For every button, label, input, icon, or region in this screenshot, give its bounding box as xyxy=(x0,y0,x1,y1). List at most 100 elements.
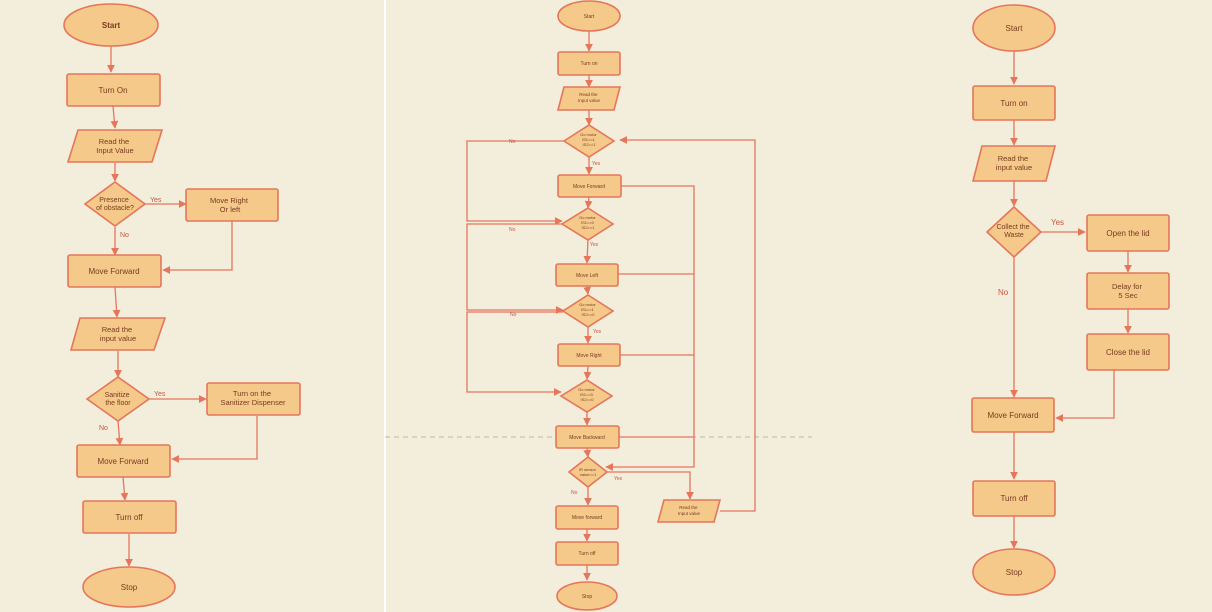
f3-start-node: Start xyxy=(972,4,1056,52)
f2-cond4-line3: IS2==0 xyxy=(581,397,595,402)
stop-label: Stop xyxy=(121,583,138,592)
f2-move-right-node: Move Right xyxy=(557,343,621,367)
f2-move-backward-node: Move Backward xyxy=(555,425,620,449)
f3-collect-decision: Collect the Waste xyxy=(985,205,1043,259)
f2-ir-decision: IR sensor value==1 xyxy=(567,455,609,489)
flowchart-2: Start Turn on Read the Input value Go mo… xyxy=(466,0,756,611)
f2-move-forward-2-label: Move forward xyxy=(572,515,603,521)
sanitize-line1: Sanitize xyxy=(105,392,130,399)
flowchart-3-connectors xyxy=(1010,51,1132,549)
stop-node: Stop xyxy=(82,566,176,608)
f2-cond1-line2: IS1==1 xyxy=(582,137,596,142)
f3-move-forward-label: Move Forward xyxy=(987,411,1038,420)
f2-cond3-yes-label: Yes xyxy=(593,329,602,335)
f3-read-line1: Read the xyxy=(998,154,1028,163)
svg-text:Go motor IS1==0: Go motor IS1==0 IS2==1 xyxy=(579,215,597,230)
f2-move-right-label: Move Right xyxy=(576,353,602,359)
f3-close-lid-node: Close the lid xyxy=(1086,333,1170,371)
turn-on-label: Turn On xyxy=(98,86,127,95)
f3-start-label: Start xyxy=(1006,24,1024,33)
f2-move-backward-label: Move Backward xyxy=(569,435,605,441)
svg-text:Read the input value: Read the input value xyxy=(100,325,136,343)
f2-cond3-line2: IS1==1 xyxy=(581,307,595,312)
start-label: Start xyxy=(102,21,121,30)
f3-turn-on-label: Turn on xyxy=(1000,99,1027,108)
f3-yes-label: Yes xyxy=(1051,218,1064,227)
svg-text:Read the Input value: Read the Input value xyxy=(678,505,701,516)
f2-cond1-line1: Go motor xyxy=(580,132,597,137)
sanitize-yes-label: Yes xyxy=(154,391,166,398)
svg-text:Turn on the Sanitizer: Turn on the Sanitizer Dispenser xyxy=(220,389,286,407)
f2-start-label: Start xyxy=(584,14,595,20)
f2-cond4-line2: IS1==0 xyxy=(580,392,594,397)
f3-no-label: No xyxy=(998,288,1009,297)
read-input-line1: Read the xyxy=(99,137,129,146)
f2-turn-on-node: Turn on xyxy=(557,51,621,76)
f3-delay-line1: Delay for xyxy=(1112,282,1143,291)
svg-text:Read the input value: Read the input value xyxy=(996,154,1032,172)
f2-cond3-no-label: No xyxy=(510,312,517,318)
svg-text:Go motor IS1==1: Go motor IS1==1 IS2==1 xyxy=(580,132,598,147)
f2-ir-no-label: No xyxy=(571,490,578,496)
f2-cond1-decision: Go motor IS1==1 IS2==1 xyxy=(562,124,616,158)
sanitize-line2: the floor xyxy=(105,400,131,407)
f2-cond2-line2: IS1==0 xyxy=(581,220,595,225)
f3-turn-on-node: Turn on xyxy=(972,85,1056,121)
f2-cond2-no-label: No xyxy=(509,227,516,233)
turn-off-node: Turn off xyxy=(82,500,177,534)
svg-text:Sanitize the floor: Sanitize the floor xyxy=(105,392,132,407)
f2-turn-off-node: Turn off xyxy=(555,541,619,566)
read-input-node-2: Read the input value xyxy=(69,317,167,351)
read-input-2-line1: Read the xyxy=(102,325,132,334)
f2-read-line1: Read the xyxy=(579,92,598,97)
f2-ir-line2: value==1 xyxy=(580,472,597,477)
f2-cond1-yes-label: Yes xyxy=(592,161,601,167)
move-forward-1-label: Move Forward xyxy=(88,267,139,276)
svg-text:Read the Input value: Read the Input value xyxy=(578,92,601,103)
svg-text:Presence of obstacle?: Presence of obstacle? xyxy=(96,197,134,212)
flowchart-1-connectors xyxy=(107,46,258,567)
svg-text:Move Right Or left: Move Right Or left xyxy=(210,196,250,214)
f2-cond2-line1: Go motor xyxy=(579,215,596,220)
f2-ir-line1: IR sensor xyxy=(579,467,597,472)
f3-stop-label: Stop xyxy=(1006,568,1023,577)
dispenser-line2: Sanitizer Dispenser xyxy=(220,398,286,407)
flowchart-2-connectors xyxy=(466,31,756,581)
f2-move-left-label: Move Left xyxy=(576,273,599,279)
move-right-line1: Move Right xyxy=(210,196,249,205)
turn-on-node: Turn On xyxy=(66,73,161,107)
dispenser-line1: Turn on the xyxy=(233,389,271,398)
turn-off-label: Turn off xyxy=(115,513,143,522)
f2-cond4-line1: Go motor xyxy=(578,387,595,392)
move-forward-2-label: Move Forward xyxy=(97,457,148,466)
f2-cond2-yes-label: Yes xyxy=(590,242,599,248)
f2-cond3-decision: Go motor IS1==1 IS2==0 xyxy=(561,294,615,328)
flowchart-1: Start Turn On Read the Input Value Prese… xyxy=(63,3,301,608)
move-right-left-node: Move Right Or left xyxy=(185,188,279,222)
sanitize-no-label: No xyxy=(99,425,108,432)
svg-text:IR sensor value==1: IR sensor value==1 xyxy=(579,467,597,477)
f2-move-forward-node: Move Forward xyxy=(557,174,622,198)
f2-cond3-line3: IS2==0 xyxy=(582,312,596,317)
svg-text:Read the Input Value: Read the Input Value xyxy=(96,137,133,155)
f2-turn-off-label: Turn off xyxy=(579,551,597,557)
read-input-node: Read the Input Value xyxy=(66,129,164,163)
f3-move-forward-node: Move Forward xyxy=(971,397,1055,433)
f3-collect-line2: Waste xyxy=(1004,232,1024,239)
dispenser-node: Turn on the Sanitizer Dispenser xyxy=(206,382,301,416)
obstacle-no-label: No xyxy=(120,232,129,239)
f3-close-lid-label: Close the lid xyxy=(1106,348,1150,357)
f3-delay-node: Delay for 5 Sec xyxy=(1086,272,1170,310)
svg-text:Delay for 5 Sec: Delay for 5 Sec xyxy=(1112,282,1144,300)
f2-move-forward-label: Move Forward xyxy=(573,184,605,190)
f2-move-forward-2-node: Move forward xyxy=(555,505,619,530)
f2-read-right-node: Read the Input value xyxy=(656,499,722,523)
obstacle-decision: Presence of obstacle? xyxy=(83,181,147,227)
flowchart-3: Start Turn on Read the input value Colle… xyxy=(971,4,1170,596)
f2-turn-on-label: Turn on xyxy=(580,61,597,67)
svg-text:Go motor IS1==1: Go motor IS1==1 IS2==0 xyxy=(579,302,597,317)
start-node: Start xyxy=(63,3,159,47)
obstacle-line2: of obstacle? xyxy=(96,205,134,212)
f2-read-line2: Input value xyxy=(578,98,601,103)
f3-open-lid-label: Open the lid xyxy=(1106,229,1149,238)
